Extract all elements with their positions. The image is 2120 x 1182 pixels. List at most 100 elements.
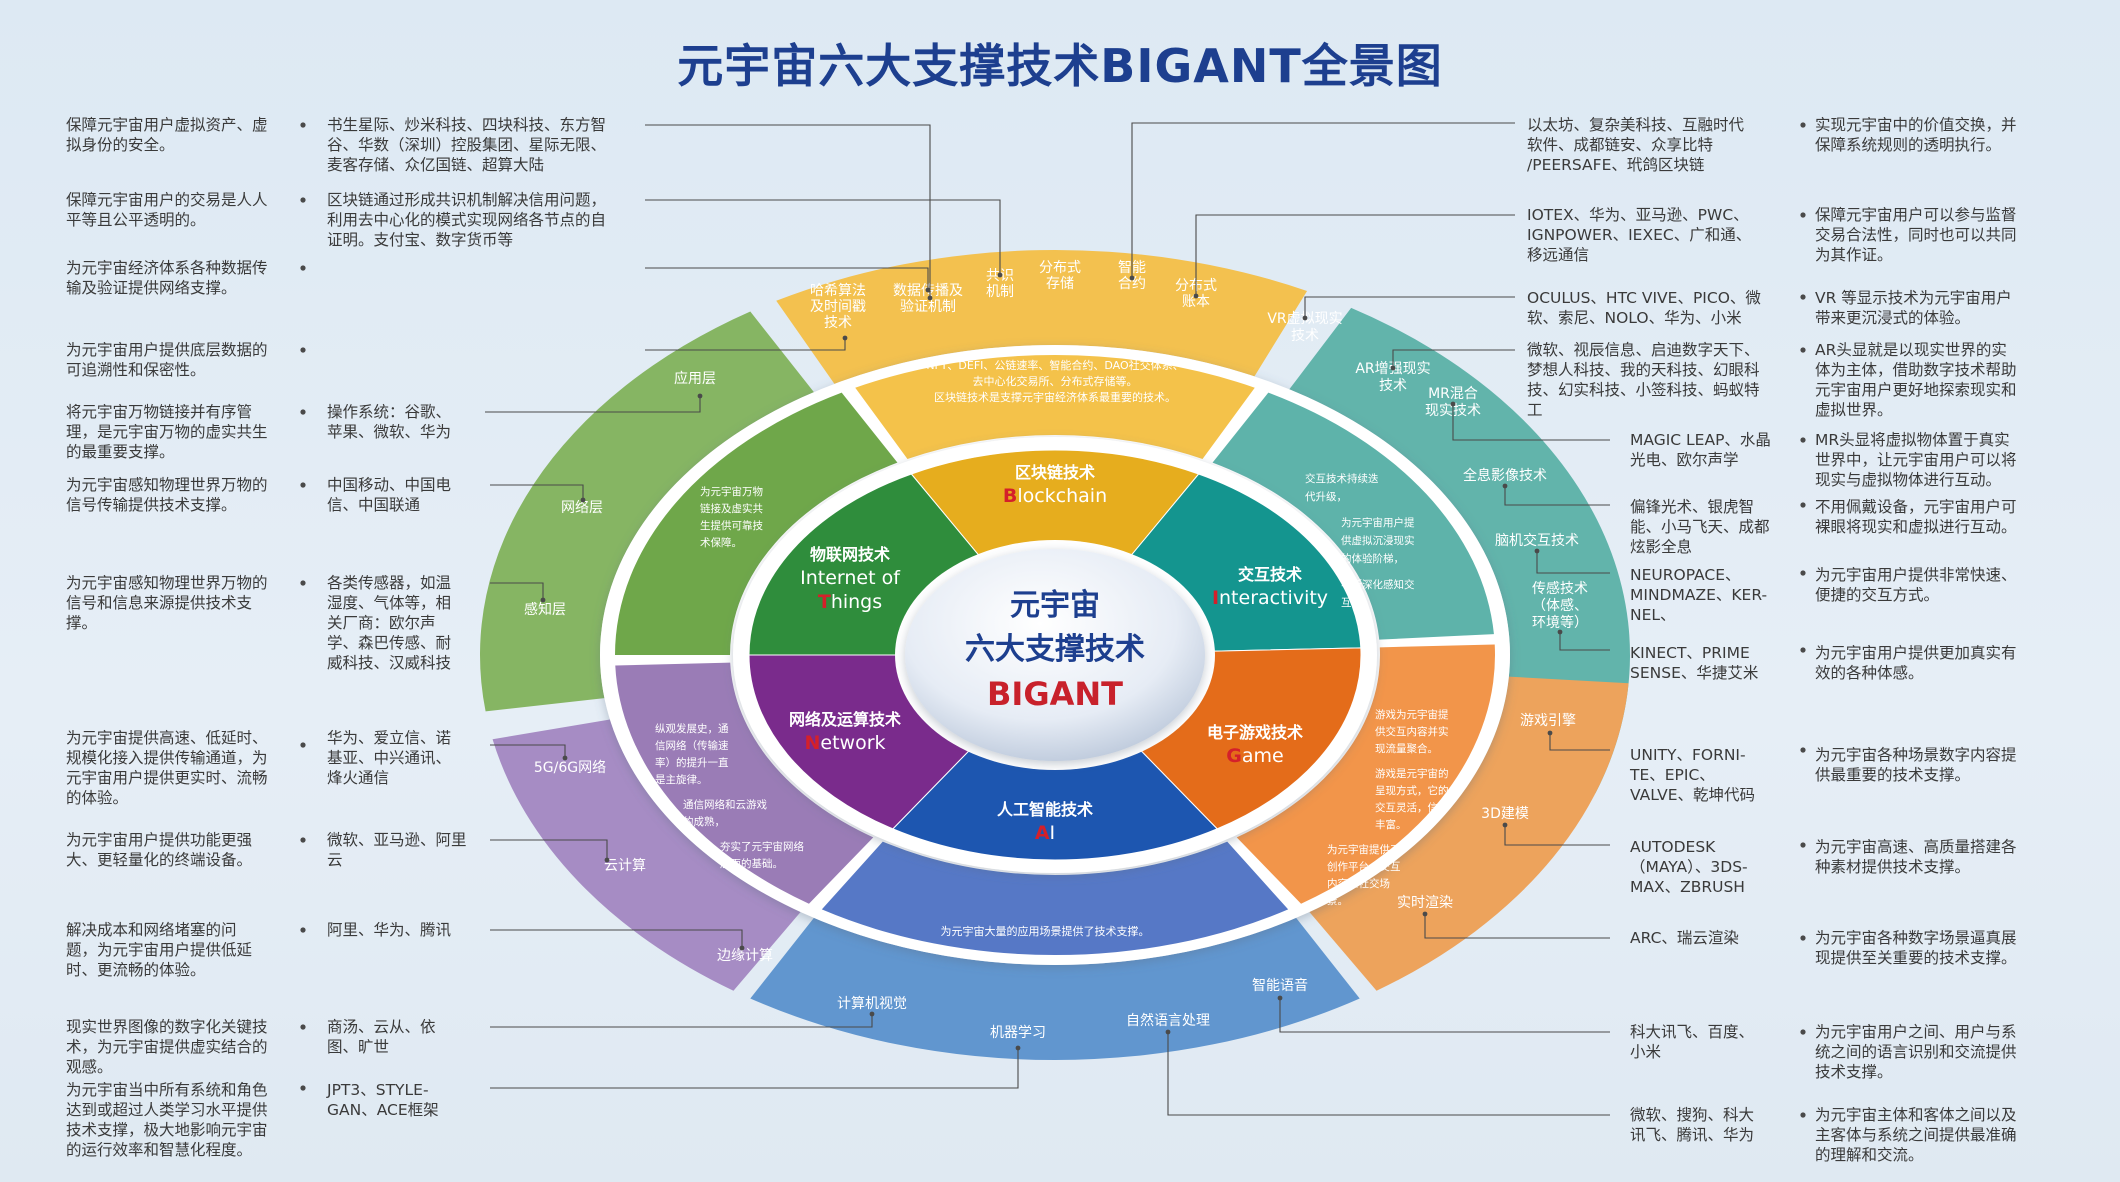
right-connector-3 [1392, 349, 1515, 368]
left-desc-line: 时、更流畅的体验。 [66, 961, 206, 979]
middle-ring-game [1236, 644, 1495, 904]
right-desc-line: 为元宇宙各种场景数字内容提 [1815, 746, 2017, 764]
right-company-line: 讯飞、腾讯、华为 [1630, 1126, 1755, 1144]
left-company-line: 基亚、中兴通讯、 [327, 749, 452, 767]
right-bullet-1 [1800, 212, 1806, 218]
sector-label-en-iot: Things [818, 591, 882, 613]
left-bullet-5 [300, 482, 306, 488]
left-company-line: 谷、华数（深圳）控股集团、星际无限、 [327, 136, 607, 154]
mid-text-interactivity: 的体验阶梯， [1341, 552, 1404, 565]
left-companies-5: 中国移动、中国电信、中国联通 [327, 475, 647, 515]
right-bullet-11 [1800, 1029, 1806, 1035]
right-desc-5: 不用佩戴设备，元宇宙用户可裸眼将现实和虚拟进行互动。 [1815, 497, 2055, 537]
outer-label-interactivity: MR混合 [1428, 386, 1478, 402]
middle-ring-network [615, 662, 874, 904]
right-bullet-0 [1800, 122, 1806, 128]
left-bullet-4 [300, 409, 306, 415]
left-companies-7: 华为、爱立信、诺基亚、中兴通讯、烽火通信 [327, 728, 647, 788]
outer-label-blockchain: 哈希算法 [810, 283, 866, 299]
mid-text-network: 是主旋律。 [655, 773, 708, 786]
right-companies-10: ARC、瑞云渲染 [1630, 928, 1800, 948]
right-bullet-6 [1800, 570, 1806, 576]
right-companies-0: 以太坊、复杂美科技、互融时代软件、成都链安、众享比特/PEERSAFE、玳鸽区块… [1527, 115, 1797, 175]
right-company-line: SENSE、华捷艾米 [1630, 664, 1759, 682]
outer-label-blockchain: 机制 [986, 284, 1014, 300]
right-desc-line: AR头显就是以现实世界的实 [1815, 341, 2007, 359]
right-connector-11-dot [1277, 995, 1283, 1001]
right-desc-line: 元宇宙用户更好地探索现实和 [1815, 381, 2017, 399]
left-desc-line: 现实世界图像的数字化关键技 [66, 1018, 268, 1036]
left-connector-8-dot [604, 857, 610, 863]
left-desc-4: 将元宇宙万物链接并有序管理，是元宇宙万物的虚实共生的最重要支撑。 [66, 402, 301, 462]
right-connector-9-dot [1502, 822, 1508, 828]
center-disc [905, 549, 1205, 761]
right-bullet-9 [1800, 842, 1806, 848]
right-desc-line: 现提供至关重要的技术支撑。 [1815, 949, 2017, 967]
left-desc-line: 的运行效率和智慧化程度。 [66, 1141, 253, 1159]
left-companies-8: 微软、亚马逊、阿里云 [327, 830, 647, 870]
sector-label-en-network: Network [804, 732, 885, 754]
right-desc-line: 保障元宇宙用户可以参与监督 [1815, 206, 2017, 224]
right-desc-line: 为元宇宙主体和客体之间以及 [1815, 1106, 2017, 1124]
left-bullet-10 [300, 1024, 306, 1030]
sector-label-cn-ai: 人工智能技术 [997, 800, 1093, 819]
right-companies-8: UNITY、FORNI-TE、EPIC、VALVE、乾坤代码 [1630, 745, 1800, 805]
left-desc-line: 元宇宙用户提供更实时、流畅 [66, 769, 268, 787]
right-company-line: 软件、成都链安、众享比特 [1527, 136, 1714, 154]
right-connector-11 [1279, 998, 1610, 1033]
right-connector-0 [1131, 122, 1515, 278]
right-connector-5-dot [1502, 483, 1508, 489]
left-companies-10: 商汤、云从、依图、旷世 [327, 1017, 647, 1057]
outer-label-interactivity: 脑机交互技术 [1495, 532, 1579, 549]
left-company-line: 图、旷世 [327, 1038, 390, 1056]
left-connector-0-dot [927, 295, 933, 301]
right-desc-line: 为元宇宙用户提供更加真实有 [1815, 644, 2017, 662]
right-desc-line: 技术支撑。 [1815, 1063, 1893, 1081]
left-desc-5: 为元宇宙感知物理世界万物的信号传输提供技术支撑。 [66, 475, 301, 515]
left-desc-line: 拟身份的安全。 [66, 136, 175, 154]
right-company-line: IGNPOWER、IEXEC、广和通、 [1527, 226, 1752, 244]
right-company-line: 炫影全息 [1630, 538, 1693, 556]
outer-label-interactivity: 技术 [1379, 378, 1407, 394]
right-company-line: VALVE、乾坤代码 [1630, 786, 1756, 804]
left-desc-line: 输及验证提供网络支撑。 [66, 279, 237, 297]
mid-text-blockchain: NFT、DEFI、公链速率、智能合约、DAO社交体系、 [926, 358, 1183, 372]
left-desc-line: 保障元宇宙用户的交易是人人 [66, 191, 268, 209]
mid-text-network: 率）的提升一直 [655, 756, 729, 769]
right-connector-9 [1504, 825, 1610, 846]
left-companies-11: JPT3、STYLE-GAN、ACE框架 [327, 1080, 647, 1120]
mid-text-game: 游戏为元宇宙提 [1375, 708, 1449, 721]
right-desc-line: 现实与虚拟物体进行互动。 [1815, 471, 2002, 489]
left-connector-2 [645, 267, 929, 290]
left-companies-4: 操作系统：谷歌、苹果、微软、华为 [327, 402, 647, 442]
right-connector-6-dot [1534, 548, 1540, 554]
right-connector-3-dot [1390, 365, 1396, 371]
outer-label-interactivity: （体感、 [1532, 597, 1588, 614]
left-connector-5 [490, 484, 584, 500]
mid-text-game: 为元宇宙提供了 [1327, 843, 1401, 856]
right-desc-line: 不用佩戴设备，元宇宙用户可 [1815, 498, 2017, 516]
right-connector-1-dot [1193, 293, 1199, 299]
left-company-line: 区块链通过形成共识机制解决信用问题， [327, 191, 607, 209]
middle-ring-iot [615, 392, 898, 655]
left-company-line: 关厂商：欧尔声 [327, 614, 436, 632]
right-desc-line: 为元宇宙各种数字场景逼真展 [1815, 929, 2017, 947]
left-desc-line: 规模化接入提供传输通道，为 [66, 749, 268, 767]
outer-label-interactivity: 传感技术 [1532, 580, 1588, 597]
left-connector-11 [490, 1048, 1019, 1089]
right-company-line: IOTEX、华为、亚马逊、PWC、 [1527, 206, 1749, 224]
outer-label-interactivity: 环境等） [1532, 614, 1588, 631]
right-company-line: 技、幻实科技、小签科技、蚂蚁特 [1527, 381, 1760, 399]
right-connector-5 [1504, 486, 1610, 506]
left-companies-6: 各类传感器，如温湿度、气体等，相关厂商：欧尔声学、森巴传感、耐威科技、汉威科技 [327, 573, 647, 673]
left-desc-line: 题，为元宇宙用户提供低延 [66, 941, 253, 959]
left-company-line: 湿度、气体等，相 [327, 594, 452, 612]
right-company-line: UNITY、FORNI- [1630, 746, 1746, 764]
mid-text-network: 信网络（传输速 [655, 739, 729, 752]
right-company-line: 以太坊、复杂美科技、互融时代 [1527, 116, 1745, 134]
right-bullet-2 [1800, 294, 1806, 300]
right-desc-3: AR头显就是以现实世界的实体为主体，借助数字技术帮助元宇宙用户更好地探索现实和虚… [1815, 340, 2055, 420]
right-companies-6: NEUROPACE、MINDMAZE、KER-NEL、 [1630, 565, 1800, 625]
right-desc-line: 世界中，让元宇宙用户可以将 [1815, 451, 2017, 469]
